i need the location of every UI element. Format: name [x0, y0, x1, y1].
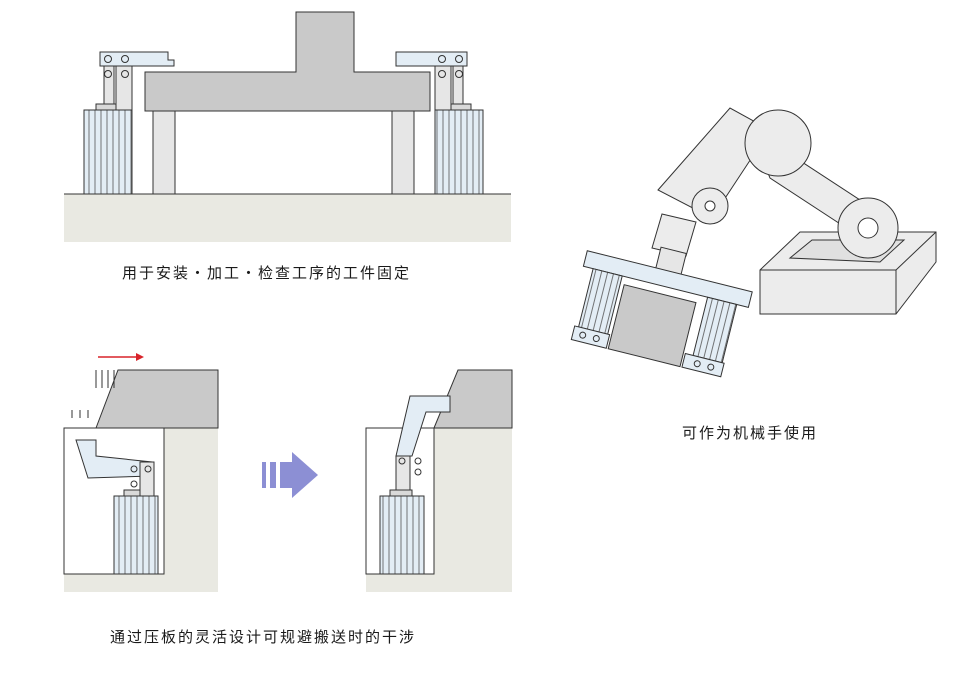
clamp-arm-right	[395, 51, 468, 67]
caption-avoid: 通过压板的灵活设计可规避搬送时的干涉	[110, 628, 417, 646]
caption-fixture: 用于安装・加工・检查工序的工件固定	[122, 264, 412, 282]
robot-gripper	[570, 250, 753, 378]
clamp-arm-left	[99, 51, 175, 67]
clamp-cylinder-right	[395, 51, 484, 195]
robot-elbow-joint	[744, 109, 812, 177]
robot-panel	[570, 107, 937, 378]
motion-arrow-icon	[262, 452, 318, 498]
fixture-panel	[64, 11, 511, 242]
support-post-left	[152, 109, 176, 195]
avoidance-panel-before	[63, 353, 219, 592]
motion-lines	[71, 370, 115, 418]
support-post-right	[391, 109, 415, 195]
right-arrow-icon	[98, 353, 144, 361]
clamp-cylinder-left	[83, 51, 175, 195]
caption-robot: 可作为机械手使用	[682, 424, 819, 442]
avoidance-panel-after	[365, 369, 513, 592]
workpiece	[144, 11, 431, 112]
ground-block	[64, 194, 511, 242]
